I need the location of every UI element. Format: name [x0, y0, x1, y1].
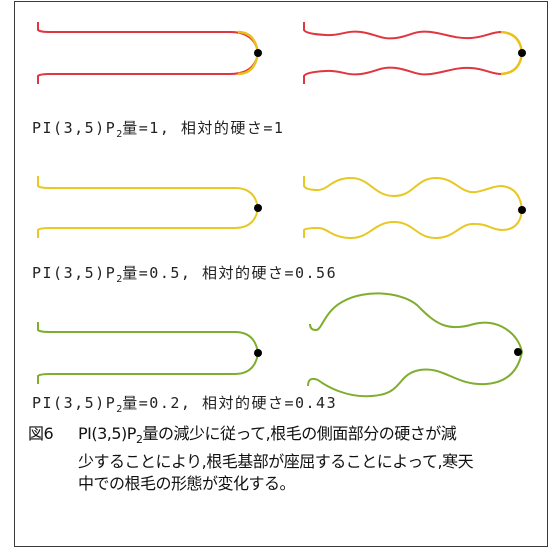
root-hair-straight-1 — [37, 22, 262, 84]
caption-row-2: PI(3,5)P2量=0.5, 相対的硬さ=0.56 — [32, 264, 338, 285]
caption-row-1: PI(3,5)P2量=1, 相対的硬さ=1 — [32, 119, 285, 140]
root-hair-straight-3 — [37, 322, 262, 384]
figure-frame — [14, 1, 548, 547]
figure-number: 図6 — [28, 424, 54, 443]
root-hair-wavy-1 — [303, 22, 526, 84]
root-hair-wavy-2 — [303, 176, 526, 240]
root-hair-straight-2 — [37, 176, 262, 238]
root-hair-buckled-3 — [307, 292, 524, 398]
caption-row-3: PI(3,5)P2量=0.2, 相対的硬さ=0.43 — [32, 394, 338, 415]
